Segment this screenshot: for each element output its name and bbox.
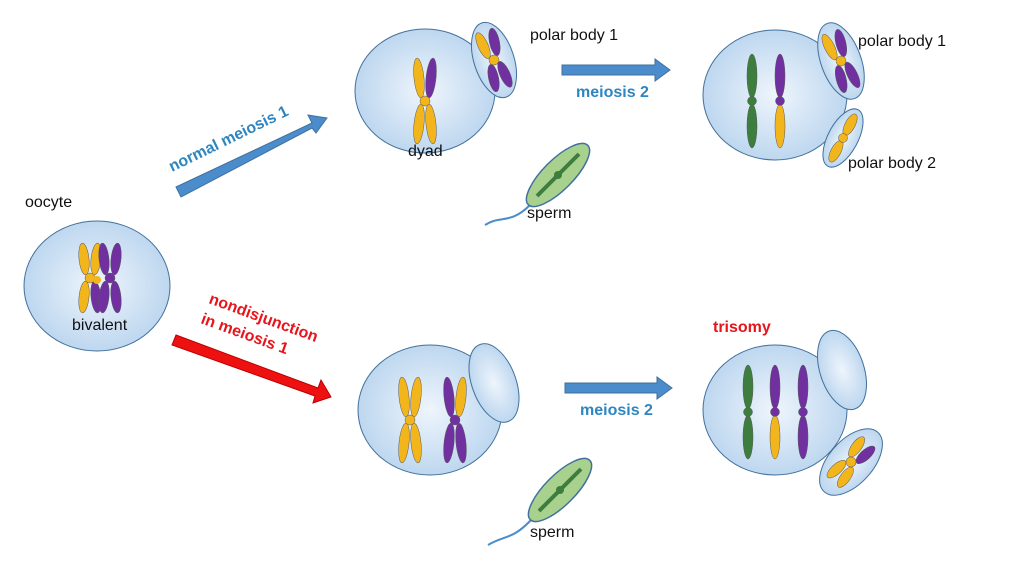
polar-body-empty-bottom-right (817, 329, 867, 411)
dyad-chromosome (826, 436, 876, 488)
polar-body-empty-bottom-mid (468, 343, 520, 423)
chromosomes (78, 27, 876, 488)
paternal-chromatid (746, 53, 758, 149)
polar-body-1-label-right: polar body 1 (858, 33, 946, 50)
paternal-chromatid (742, 364, 754, 460)
dyad-chromosome (98, 242, 122, 314)
sperm-bottom-label: sperm (530, 524, 574, 541)
meiosis-2-bottom-arrow (564, 376, 673, 400)
polar-body-1-label-mid: polar body 1 (530, 27, 618, 44)
dyad-label: dyad (408, 143, 443, 160)
dyad-chromosome (78, 242, 102, 314)
dyad-chromosome (443, 376, 467, 464)
polar-body-2-chromatid (828, 113, 858, 163)
maternal-chromatid (797, 364, 809, 460)
meiosis-2-top-arrow (561, 58, 671, 82)
dyad-chromosome (413, 57, 437, 145)
meiosis-2-bottom-label: meiosis 2 (580, 402, 653, 419)
maternal-chromatid (769, 364, 781, 460)
dyad-chromosome (821, 29, 861, 93)
bivalent-label: bivalent (72, 317, 128, 334)
nondisjunction-arrow (171, 334, 332, 404)
sperm-top (484, 142, 591, 226)
normal-meiosis-1-arrow (175, 114, 328, 198)
sperm-top-label: sperm (527, 205, 571, 222)
dyad-chromosome (398, 376, 422, 464)
maternal-chromatid (774, 53, 786, 149)
polar-body-2-label-right: polar body 2 (848, 155, 936, 172)
sperm-bottom (487, 457, 593, 546)
oocyte-label: oocyte (25, 194, 72, 211)
trisomy-label: trisomy (713, 319, 771, 336)
meiosis-2-top-label: meiosis 2 (576, 84, 649, 101)
dyad-chromosome (475, 27, 513, 93)
